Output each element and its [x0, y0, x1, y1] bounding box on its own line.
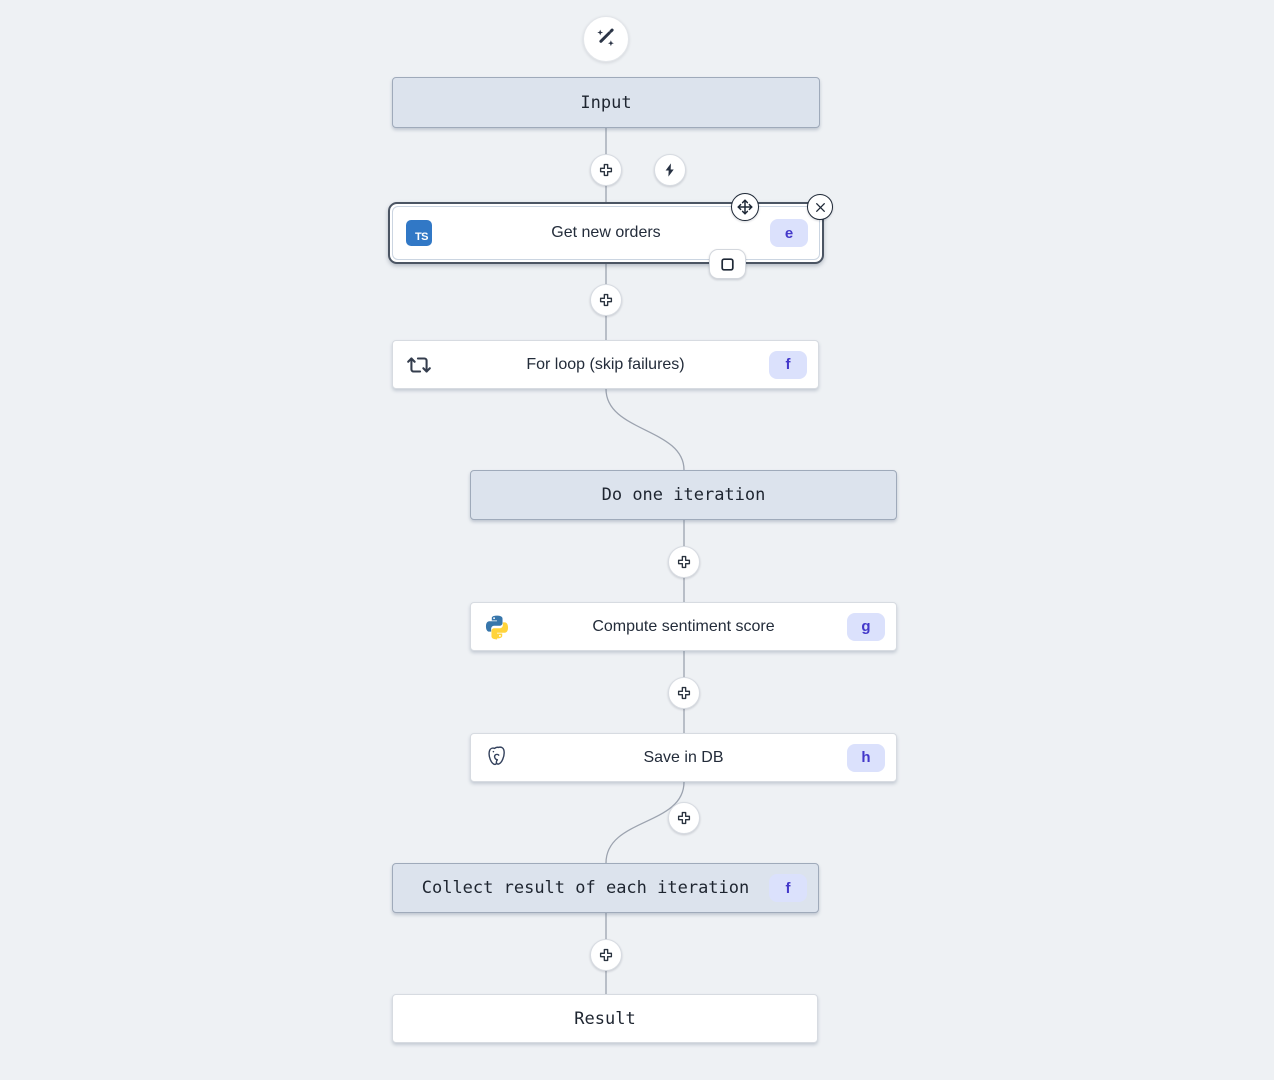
plus-icon	[597, 161, 615, 179]
node-result[interactable]: Result	[392, 994, 818, 1043]
plus-icon	[597, 946, 615, 964]
lightning-bolt-icon	[662, 162, 678, 178]
add-step-button[interactable]	[668, 677, 700, 709]
add-step-button[interactable]	[668, 546, 700, 578]
wand-sparkles-icon	[594, 27, 618, 51]
add-step-button[interactable]	[590, 284, 622, 316]
step-id-badge: e	[770, 219, 808, 247]
node-do-one-iteration[interactable]: Do one iteration	[470, 470, 897, 520]
node-compute-sentiment-score[interactable]: Compute sentiment score g	[470, 602, 897, 651]
square-icon	[719, 256, 736, 273]
node-checkbox-button[interactable]	[709, 249, 746, 279]
step-id-badge: h	[847, 743, 885, 772]
node-label: Result	[574, 1008, 636, 1029]
node-save-in-db[interactable]: Save in DB h	[470, 733, 897, 782]
add-step-button[interactable]	[668, 802, 700, 834]
arrows-move-icon	[736, 198, 754, 216]
node-label: For loop (skip failures)	[526, 355, 685, 373]
repeat-icon	[406, 352, 432, 378]
step-id-badge: f	[769, 874, 807, 902]
typescript-icon: TS	[406, 220, 432, 246]
ai-wand-button[interactable]	[583, 16, 629, 62]
remove-node-button[interactable]	[807, 194, 833, 220]
move-node-button[interactable]	[731, 193, 759, 221]
postgresql-icon	[484, 745, 510, 771]
close-icon	[814, 201, 827, 214]
node-label: Compute sentiment score	[592, 617, 775, 635]
node-label: Input	[580, 92, 632, 113]
trigger-bolt-button[interactable]	[654, 154, 686, 186]
plus-icon	[675, 553, 693, 571]
node-label: Collect result of each iteration	[421, 878, 750, 898]
plus-icon	[597, 291, 615, 309]
node-collect-result[interactable]: Collect result of each iteration f	[392, 863, 819, 913]
node-for-loop[interactable]: For loop (skip failures) f	[392, 340, 819, 389]
node-get-new-orders[interactable]: TS Get new orders e	[388, 202, 824, 264]
add-step-button[interactable]	[590, 154, 622, 186]
python-icon	[484, 614, 510, 640]
node-label: Save in DB	[643, 748, 724, 766]
node-input[interactable]: Input	[392, 77, 820, 128]
typescript-icon-text: TS	[414, 231, 429, 243]
plus-icon	[675, 684, 693, 702]
node-label: Get new orders	[551, 224, 661, 241]
plus-icon	[675, 809, 693, 827]
step-id-badge: g	[847, 612, 885, 641]
node-label: Do one iteration	[601, 485, 766, 505]
add-step-button[interactable]	[590, 939, 622, 971]
step-id-badge: f	[769, 350, 807, 379]
